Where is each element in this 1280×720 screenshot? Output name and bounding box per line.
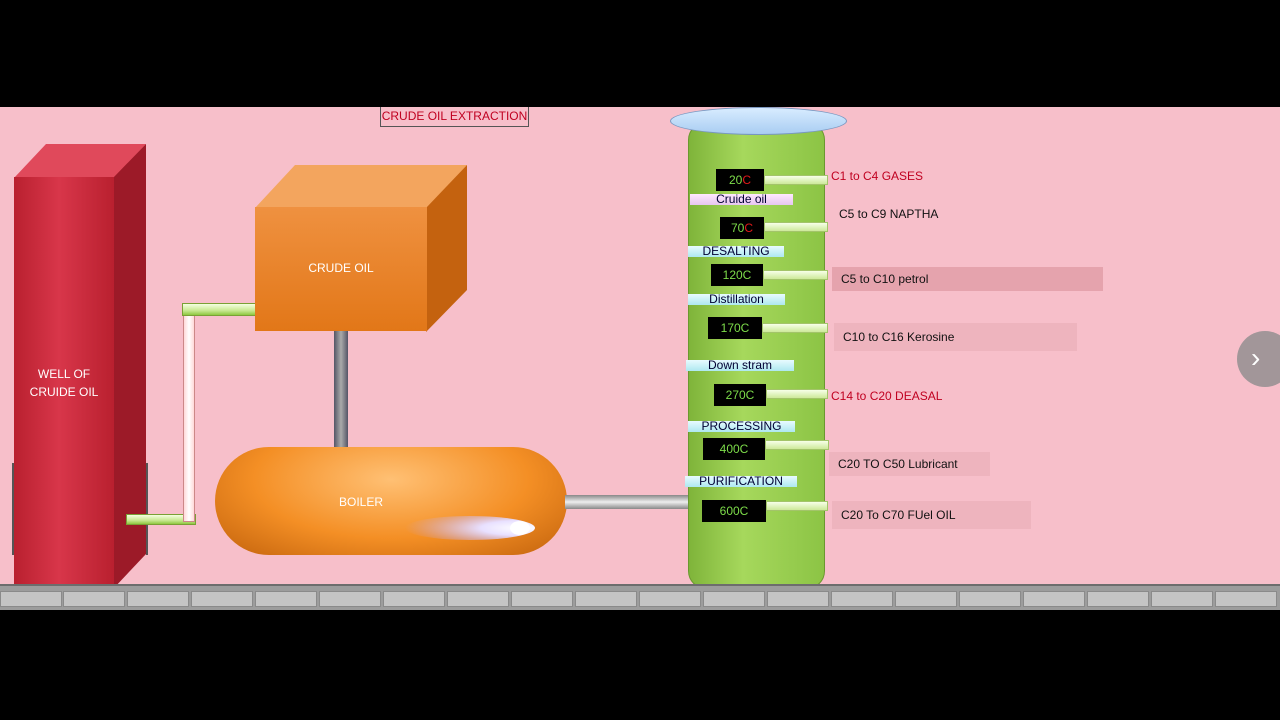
chevron-right-icon[interactable]: › [1237, 331, 1280, 387]
tank-top-face [255, 165, 467, 208]
column-cap [670, 107, 847, 135]
boiler-label: BOILER [338, 495, 383, 509]
crude-oil-tank [255, 207, 427, 331]
well-side-face [113, 144, 146, 589]
product-gases: C1 to C4 GASES [831, 169, 924, 183]
outlet-pipe-kerosine [762, 323, 828, 333]
temp-display-7: 600C [702, 500, 766, 522]
outlet-pipe-fuel-oil [766, 501, 828, 511]
well-front-face [14, 177, 114, 587]
well-edge-left [12, 463, 14, 555]
temp-display-3: 120C [711, 264, 763, 286]
temp-display-5: 270C [714, 384, 766, 406]
tank-label: CRUDE OIL [308, 261, 374, 275]
tank-inlet-pipe [182, 303, 262, 316]
boiler-to-column-pipe [565, 495, 689, 509]
riser-pipe [183, 315, 195, 522]
well-outlet-pipe [126, 514, 196, 525]
stage-label-downstream: Down stram [686, 359, 794, 371]
product-naptha: C5 to C9 NAPTHA [839, 207, 939, 221]
tank-side-face [426, 165, 467, 332]
outlet-pipe-diesel [766, 389, 828, 399]
well-top-face [14, 144, 146, 178]
outlet-pipe-petrol [763, 270, 828, 280]
flame-icon [405, 516, 535, 540]
stage-label-desalting: DESALTING [688, 245, 784, 257]
stage-label-crude-oil: Cruide oil [690, 193, 793, 205]
stage-label-purification: PURIFICATION [685, 475, 797, 487]
temp-display-2: 70C [720, 217, 764, 239]
brick-floor [0, 584, 1280, 610]
tank-to-boiler-pipe [334, 331, 348, 449]
product-petrol: C5 to C10 petrol [832, 267, 1103, 291]
product-lubricant: C20 TO C50 Lubricant [829, 452, 990, 476]
temp-display-6: 400C [703, 438, 765, 460]
temp-display-1: 20C [716, 169, 764, 191]
outlet-pipe-naptha [764, 222, 828, 232]
product-fuel-oil: C20 To C70 FUel OIL [832, 501, 1031, 529]
process-diagram: CRUDE OIL EXTRACTION WELL OF CRUIDE OIL … [0, 107, 1280, 610]
temp-display-4: 170C [708, 317, 762, 339]
well-edge-right [146, 463, 148, 555]
diagram-title: CRUDE OIL EXTRACTION [380, 107, 529, 127]
product-kerosine: C10 to C16 Kerosine [834, 323, 1077, 351]
outlet-pipe-gases [764, 175, 828, 185]
product-diesel: C14 to C20 DEASAL [831, 389, 943, 403]
stage-label-distillation: Distillation [688, 293, 785, 305]
well-label: WELL OF CRUIDE OIL [29, 367, 99, 399]
stage-label-processing: PROCESSING [688, 420, 795, 432]
outlet-pipe-lubricant [765, 440, 829, 450]
